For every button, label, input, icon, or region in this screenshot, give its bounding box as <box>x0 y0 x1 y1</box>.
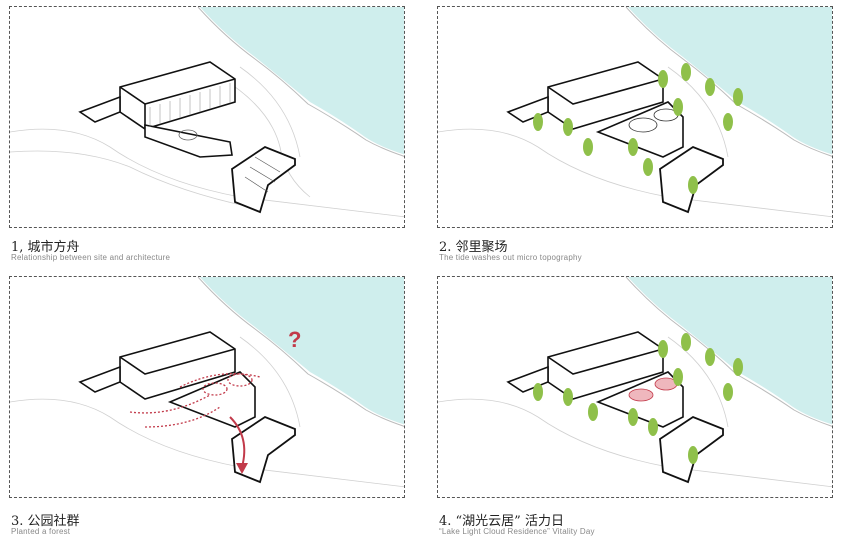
diagram-panel-3: ? <box>9 276 405 498</box>
panel-3-subtitle: Planted a forest <box>11 527 70 536</box>
site-diagram-2 <box>438 7 833 228</box>
panel-4-subtitle: “Lake Light Cloud Residence” Vitality Da… <box>439 527 595 536</box>
question-mark: ? <box>288 327 301 352</box>
site-diagram-4 <box>438 277 833 498</box>
diagram-panel-2 <box>437 6 833 228</box>
diagram-panel-1 <box>9 6 405 228</box>
building-main <box>80 332 255 427</box>
diagram-panel-4 <box>437 276 833 498</box>
site-diagram-3: ? <box>10 277 405 498</box>
panel-2-subtitle: The tide washes out micro topography <box>439 253 582 262</box>
building-main <box>508 62 683 157</box>
site-diagram-1 <box>10 7 405 228</box>
panel-1-subtitle: Relationship between site and architectu… <box>11 253 170 262</box>
